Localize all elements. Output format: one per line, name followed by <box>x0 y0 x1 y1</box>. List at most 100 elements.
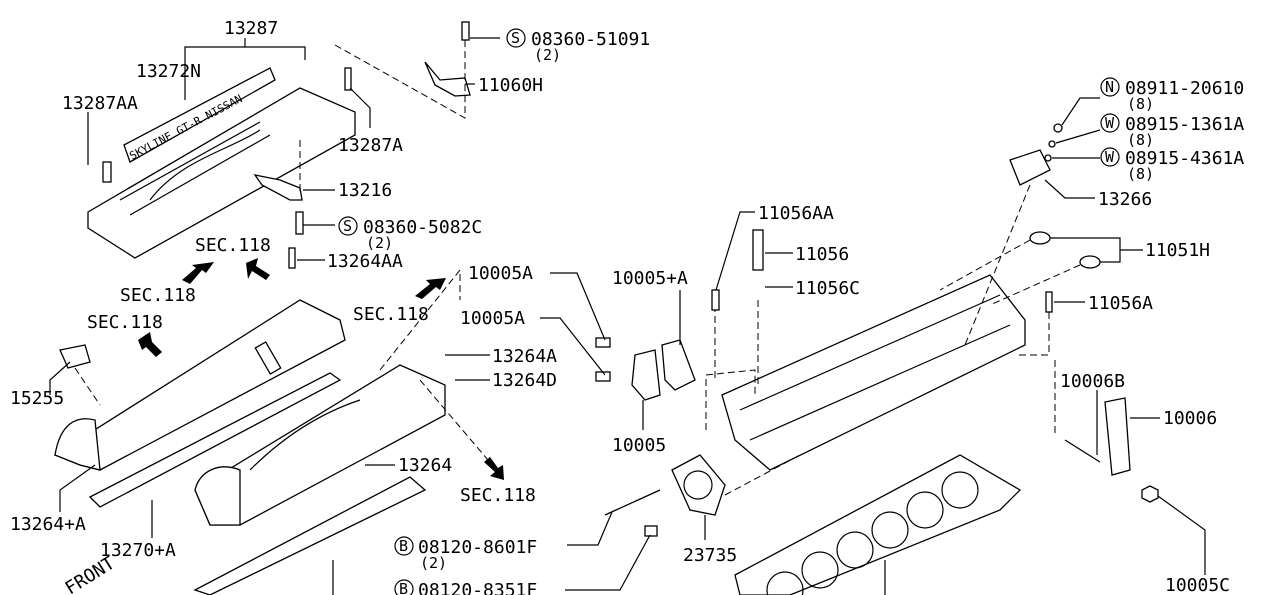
bolt-11056-part[interactable] <box>752 229 764 271</box>
bolt-part[interactable] <box>711 289 720 311</box>
label-10005a: 10005A <box>460 308 525 329</box>
rocker-cover-right-part[interactable] <box>194 364 446 526</box>
bolt-part[interactable] <box>1045 291 1053 313</box>
plug-part[interactable] <box>1079 255 1101 269</box>
label-11056: 11056 <box>795 244 849 265</box>
plug-part[interactable] <box>1029 231 1051 245</box>
bolt-part[interactable] <box>604 489 661 516</box>
nut-part[interactable] <box>1141 485 1159 503</box>
label-10005a: 10005A <box>468 263 533 284</box>
symbol-circle-icon <box>1100 77 1120 97</box>
symbol-circle-icon <box>1100 147 1120 167</box>
sec-118-ref[interactable]: SEC.118 <box>195 235 271 256</box>
head-gasket-part[interactable] <box>734 454 1022 595</box>
oil-cap-part[interactable] <box>59 344 91 369</box>
sec-118-ref[interactable]: SEC.118 <box>87 312 163 333</box>
gasket-left-part[interactable] <box>88 372 342 508</box>
fastener-symbol: W <box>1105 114 1115 132</box>
nut-part[interactable] <box>1053 123 1063 133</box>
symbol-circle-icon <box>394 579 414 595</box>
front-indicator: FRONT <box>62 553 119 595</box>
fastener-symbol: W <box>1105 148 1115 166</box>
bracket-10006-part[interactable] <box>1104 397 1131 476</box>
bolt-part[interactable] <box>461 21 470 41</box>
bolt-part[interactable] <box>288 247 296 269</box>
label-13287aa: 13287AA <box>62 93 138 114</box>
fastener-qty: (2) <box>420 554 447 572</box>
label-13264-plus-a: 13264+A <box>10 514 86 535</box>
bolt-part[interactable] <box>295 211 304 235</box>
direction-arrow <box>138 332 162 357</box>
fastener-callout: S 08360-51091 (2) <box>506 28 650 64</box>
fastener-callout: W 08915-1361A (8) <box>1100 113 1244 149</box>
fastener-callout: S 08360-5082C (2) <box>338 216 482 252</box>
fastener-qty: (8) <box>1127 131 1154 149</box>
fastener-part-number: 08120-8601F <box>418 537 537 558</box>
bracket-13266-part[interactable] <box>1009 149 1051 186</box>
fastener-symbol: B <box>399 537 408 555</box>
fastener-qty: (8) <box>1127 165 1154 183</box>
fastener-part-number: 08911-20610 <box>1125 78 1244 99</box>
label-13266: 13266 <box>1098 189 1152 210</box>
direction-arrow <box>484 457 504 480</box>
fastener-symbol: B <box>399 580 408 595</box>
label-10005: 10005 <box>612 435 666 456</box>
label-11060h: 11060H <box>478 75 543 96</box>
symbol-circle-icon <box>506 28 526 48</box>
label-10006: 10006 <box>1163 408 1217 429</box>
fastener-part-number: 08120-8351F <box>418 580 537 595</box>
fastener-callout: B 08120-8601F (2) <box>394 536 537 572</box>
symbol-circle-icon <box>1100 113 1120 133</box>
fastener-callout: W 08915-4361A (8) <box>1100 147 1244 183</box>
bracket-11060h-part[interactable] <box>424 61 471 97</box>
bolt-part[interactable] <box>102 161 112 183</box>
stud-part[interactable] <box>1064 439 1101 463</box>
label-13270-plus-a: 13270+A <box>100 540 176 561</box>
sec-118-ref[interactable]: SEC.118 <box>460 485 536 506</box>
fastener-symbol: N <box>1105 78 1114 96</box>
fastener-symbol: S <box>511 29 520 47</box>
bracket-10005-part[interactable] <box>631 349 661 401</box>
fastener-callout: B 08120-8351F <box>394 579 537 595</box>
label-10005-plus-a: 10005+A <box>612 268 688 289</box>
sec-118-ref[interactable]: SEC.118 <box>120 285 196 306</box>
direction-arrow <box>415 278 446 299</box>
label-11051h: 11051H <box>1145 240 1210 261</box>
label-13264a: 13264A <box>492 346 557 367</box>
label-11056c: 11056C <box>795 278 860 299</box>
sensor-23735-part[interactable] <box>671 454 726 516</box>
fastener-qty: (2) <box>534 46 561 64</box>
label-13264: 13264 <box>398 455 452 476</box>
washer-part[interactable] <box>1048 140 1056 148</box>
direction-arrow <box>246 258 270 280</box>
label-11056a: 11056A <box>1088 293 1153 314</box>
bolt-part[interactable] <box>595 337 611 348</box>
sec-118-ref[interactable]: SEC.118 <box>353 304 429 325</box>
symbol-circle-icon <box>338 216 358 236</box>
bolt-part[interactable] <box>644 525 658 537</box>
direction-arrow <box>182 262 214 284</box>
label-13272n: 13272N <box>136 61 201 82</box>
label-13216: 13216 <box>338 180 392 201</box>
engine-cover-part[interactable] <box>87 67 356 259</box>
label-10005c: 10005C <box>1165 575 1230 595</box>
fastener-part-number: 08915-4361A <box>1125 148 1244 169</box>
fastener-symbol: S <box>343 217 352 235</box>
bracket-10005a-part[interactable] <box>661 339 696 391</box>
bolt-part[interactable] <box>344 67 352 91</box>
fastener-part-number: 08360-51091 <box>531 29 650 50</box>
gasket-right-part[interactable] <box>193 476 427 595</box>
fastener-callout: N 08911-20610 (8) <box>1100 77 1244 113</box>
fastener-part-number: 08915-1361A <box>1125 114 1244 135</box>
cylinder-head-part[interactable] <box>721 274 1026 471</box>
fastener-part-number: 08360-5082C <box>363 217 482 238</box>
washer-part[interactable] <box>1044 154 1052 162</box>
rocker-cover-left-part[interactable] <box>53 299 346 471</box>
label-13264aa: 13264AA <box>327 251 403 272</box>
label-10006b: 10006B <box>1060 371 1125 392</box>
label-23735: 23735 <box>683 545 737 566</box>
label-13287a: 13287A <box>338 135 403 156</box>
bracket-13216-part[interactable] <box>253 174 303 201</box>
fastener-qty: (2) <box>366 234 393 252</box>
fastener-qty: (8) <box>1127 95 1154 113</box>
